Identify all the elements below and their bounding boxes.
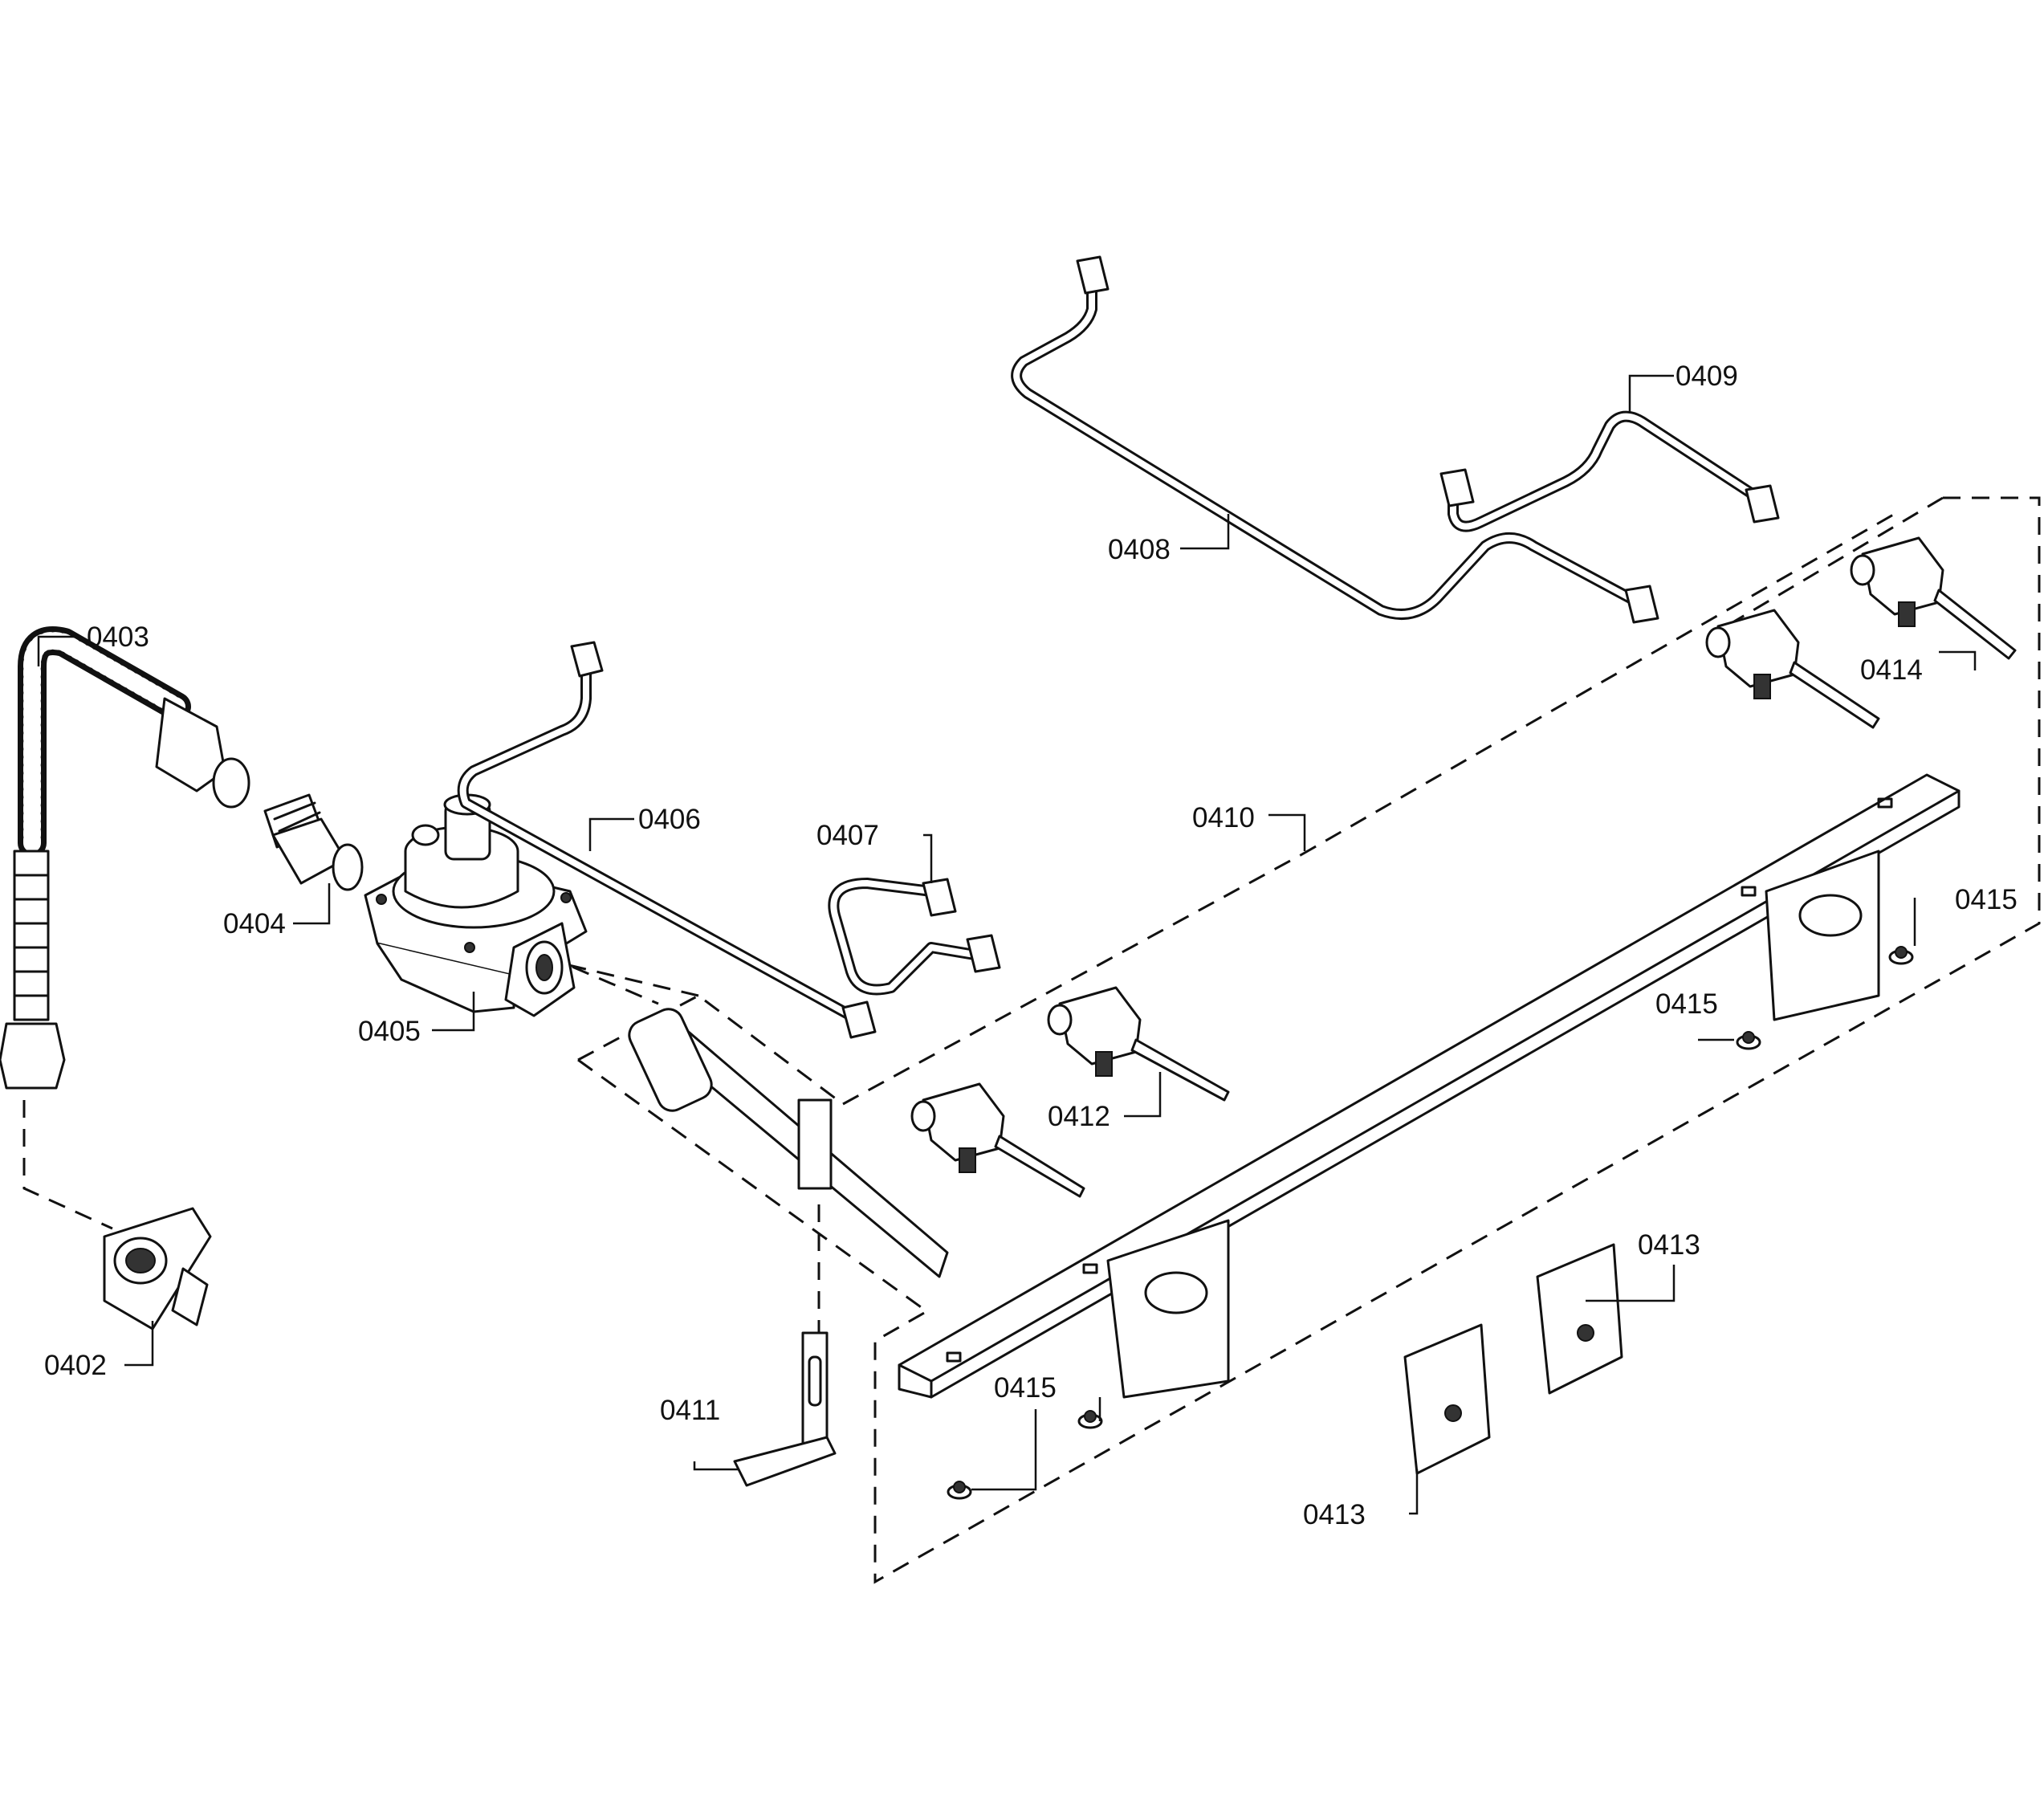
callout-0409: 0409 xyxy=(1676,361,1738,392)
callout-0410: 0410 xyxy=(1192,802,1255,833)
callout-0408: 0408 xyxy=(1108,534,1171,565)
callout-0403: 0403 xyxy=(87,621,149,653)
leader-lines xyxy=(37,374,1977,1515)
callout-0413-lower: 0413 xyxy=(1303,1499,1366,1530)
callout-0414: 0414 xyxy=(1860,654,1923,686)
screws-0415 xyxy=(947,946,1914,1500)
callout-0415-right-mid: 0415 xyxy=(1655,988,1718,1020)
callout-0405: 0405 xyxy=(358,1016,421,1047)
callout-0411: 0411 xyxy=(660,1395,720,1426)
control-boards-0413 xyxy=(1403,1243,1623,1475)
callout-0406: 0406 xyxy=(638,804,701,835)
pressure-regulator-0405 xyxy=(364,793,588,1017)
bracket-0411 xyxy=(628,1008,949,1487)
callout-0413-upper: 0413 xyxy=(1638,1229,1700,1261)
manifold-0410 xyxy=(898,773,1961,1399)
callout-labels: 0402 0403 0404 0405 0406 0407 0408 0409 … xyxy=(44,361,2018,1530)
tube-0409 xyxy=(1439,410,1780,532)
callout-0407: 0407 xyxy=(816,820,879,851)
callout-0415-right-top: 0415 xyxy=(1955,884,2018,915)
valves-0412 xyxy=(910,986,1230,1198)
union-fitting-0404 xyxy=(263,793,364,891)
tube-0408 xyxy=(1011,255,1659,624)
callout-0402: 0402 xyxy=(44,1350,107,1381)
valves-0414 xyxy=(1705,536,2017,729)
tube-0406 xyxy=(457,641,877,1039)
assembly-boundaries xyxy=(22,496,2041,1584)
inlet-fitting-0402 xyxy=(103,1207,212,1330)
callout-0412: 0412 xyxy=(1048,1101,1110,1132)
callout-0415-lower-left: 0415 xyxy=(994,1372,1057,1404)
flex-hose-0403 xyxy=(0,626,250,1090)
callout-0404: 0404 xyxy=(223,908,286,939)
tube-0407 xyxy=(828,878,1001,996)
